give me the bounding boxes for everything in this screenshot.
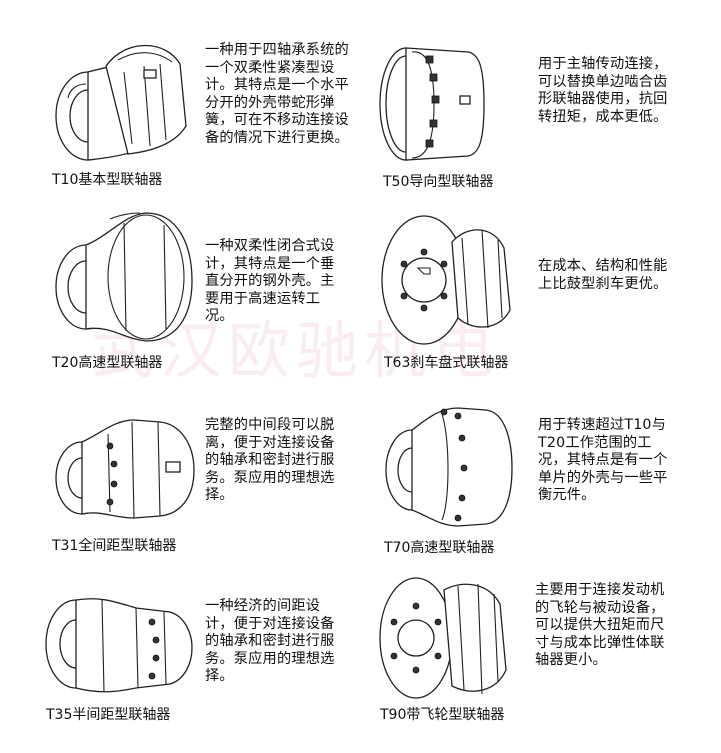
t20-coupling-drawing	[50, 205, 200, 350]
t90-caption: T90带飞轮型联轴器	[380, 707, 505, 723]
t20-description: 一种双柔性闭合式设计，其特点是一个垂直分开的钢外壳。主要用于高速运转工况。	[205, 238, 335, 325]
t31-coupling-drawing	[48, 400, 203, 530]
t90-description: 主要用于连接发动机的飞轮与被动设备，可以提供大扭矩而尺寸与成本比弹性体联轴器更小…	[535, 582, 665, 669]
t50-coupling-drawing	[372, 30, 492, 170]
t63-description: 在成本、结构和性能上比鼓型刹车更优。	[538, 258, 668, 292]
t35-caption: T35半间距型联轴器	[46, 707, 171, 723]
t70-description: 用于转速超过T10与T20工作范围的工况，其特点是有一个单片的外壳与一些平衡元件…	[538, 417, 668, 504]
t10-description: 一种用于四轴承系统的一个双柔性紧凑型设计。其特点是一个水平分开的外壳带蛇形弹簧，…	[205, 42, 349, 146]
t50-description: 用于主轴传动连接，可以替换单边啮合齿形联轴器使用，抗回转扭矩，成本更低。	[538, 56, 668, 125]
t35-description: 一种经济的间距设计，便于对连接设备的轴承和密封进行服务。泵应用的理想选择。	[205, 598, 335, 685]
t63-coupling-drawing	[378, 200, 516, 350]
t20-caption: T20高速型联轴器	[52, 355, 163, 371]
t31-description: 完整的中间段可以脱离，便于对连接设备的轴承和密封进行服务。泵应用的理想选择。	[205, 417, 335, 504]
t63-caption: T63刹车盘式联轴器	[384, 355, 509, 371]
t90-coupling-drawing	[376, 572, 516, 702]
t50-caption: T50导向型联轴器	[383, 174, 494, 190]
t70-coupling-drawing	[378, 398, 516, 536]
t10-coupling-drawing	[48, 28, 198, 168]
t31-caption: T31全间距型联轴器	[52, 538, 177, 554]
t70-caption: T70高速型联轴器	[384, 540, 495, 556]
t10-caption: T10基本型联轴器	[52, 172, 163, 188]
t35-coupling-drawing	[40, 582, 200, 702]
